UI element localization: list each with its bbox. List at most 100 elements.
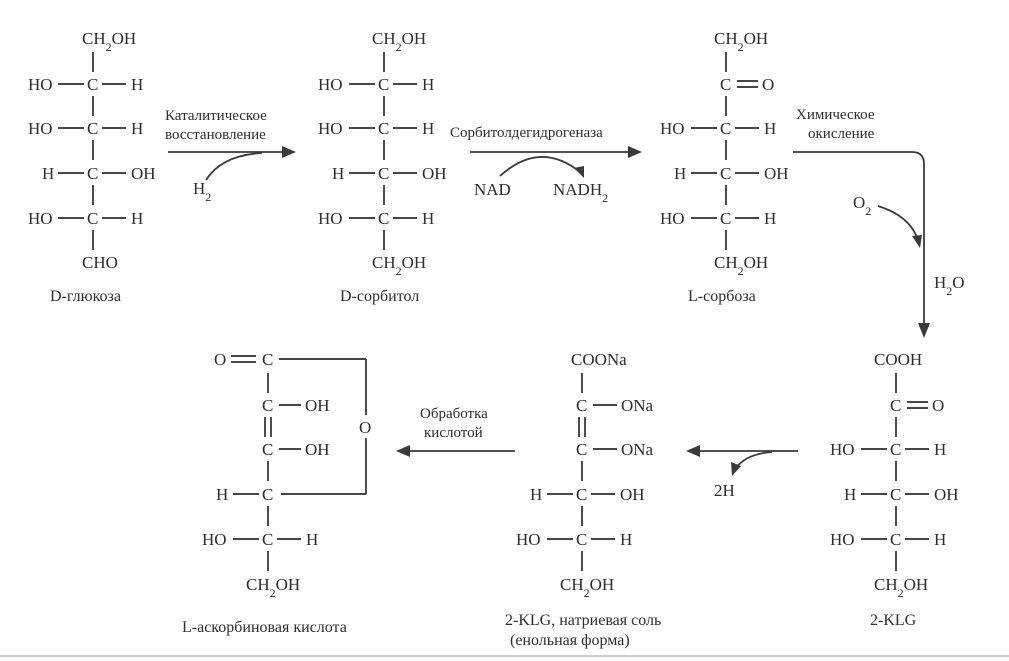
sorbitol-c5: C	[378, 209, 389, 228]
step3-o2: O2	[853, 193, 871, 218]
klg-c2: C	[890, 396, 901, 415]
step2-enzyme-label: Сорбитолдегидрогеназа	[450, 125, 603, 141]
sorbitol-c5-h: H	[422, 209, 434, 228]
step3-arrowhead	[918, 323, 930, 338]
sorbitol-ch2oh-top: CH2OH	[372, 29, 426, 54]
ascorbic-c5: C	[262, 530, 273, 549]
svg-text:CH2OH: CH2OH	[82, 29, 136, 54]
klgna-c2: C	[576, 396, 587, 415]
klg-c3-h: H	[934, 440, 946, 459]
step5-acid-treatment: Обработка кислотой	[396, 406, 515, 457]
ascorbic-caption: L-аскорбиновая кислота	[182, 619, 347, 636]
klgna-c4-h: H	[530, 485, 542, 504]
svg-text:CH2OH: CH2OH	[372, 253, 426, 278]
glucose-c3-h: H	[131, 119, 143, 138]
sorbose-c2-o: O	[762, 75, 774, 94]
glucose-c3-ho: HO	[28, 119, 53, 138]
step2-arrowhead	[628, 146, 642, 158]
step2-dehydrogenase: Сорбитолдегидрогеназа NAD NADH2	[450, 125, 642, 205]
step3-h2o: H2O	[934, 273, 965, 298]
step3-reagent-curve	[877, 205, 919, 241]
sorbose-structure: CH2OH C O HO C H H C OH HO C H CH2OH L-с…	[660, 29, 789, 305]
glucose-c5-ho: HO	[28, 209, 53, 228]
step4-enolization: 2H	[686, 445, 798, 500]
klg-sodium-salt-structure: COONa C ONa C ONa H C OH HO C H CH2OH 2-…	[505, 350, 661, 649]
step5-label-line2: кислотой	[424, 425, 483, 441]
ascorbic-c2-oh: OH	[305, 396, 330, 415]
glucose-c2-h: H	[131, 75, 143, 94]
sorbitol-c3: C	[378, 119, 389, 138]
sorbose-c4-h: H	[674, 164, 686, 183]
sorbose-c5-ho: HO	[660, 209, 685, 228]
klgna-caption-line1: 2-KLG, натриевая соль	[505, 612, 661, 629]
sorbitol-structure: CH2OH HO C H HO C H H C OH HO C H CH2OH …	[318, 29, 447, 305]
ascorbic-c4-h: H	[216, 485, 228, 504]
klg-c5: C	[890, 530, 901, 549]
glucose-structure: CH2OH HO C H HO C H H C OH HO C H CHO D-…	[28, 29, 156, 305]
step2-nadh2: NADH2	[553, 180, 608, 205]
svg-text:CH2OH: CH2OH	[246, 575, 300, 600]
svg-text:CH2OH: CH2OH	[714, 29, 768, 54]
ascorbic-c5-h: H	[306, 530, 318, 549]
svg-text:CH2OH: CH2OH	[560, 575, 614, 600]
ascorbic-c4: C	[262, 485, 273, 504]
step1-reagent-h2: H2	[193, 179, 211, 204]
klgna-c5-h: H	[620, 530, 632, 549]
sorbose-c4: C	[720, 164, 731, 183]
klgna-c3-ona: ONa	[621, 440, 654, 459]
step4-byproduct-curve	[735, 451, 773, 469]
sorbose-ch2oh-bottom: CH2OH	[714, 253, 768, 278]
step3-arrow	[793, 151, 925, 324]
sorbitol-c4: C	[378, 164, 389, 183]
glucose-ch2oh-top: CH2OH	[82, 29, 136, 54]
sorbitol-c5-ho: HO	[318, 209, 343, 228]
step4-2h: 2H	[714, 481, 735, 500]
ascorbic-c1-o: O	[214, 350, 226, 369]
ascorbic-c3-oh: OH	[305, 440, 330, 459]
step1-label-line1: Каталитическое	[165, 108, 267, 124]
glucose-c4-oh: OH	[131, 164, 156, 183]
glucose-c5-h: H	[131, 209, 143, 228]
step3-reagent-arrowhead	[912, 235, 922, 248]
klg-structure: COOH C O HO C H H C OH HO C H CH2OH 2-KL…	[830, 350, 959, 629]
sorbose-c2: C	[720, 75, 731, 94]
step2-cofactor-curve	[499, 156, 581, 177]
sorbitol-c2: C	[378, 75, 389, 94]
klgna-coona: COONa	[571, 350, 627, 369]
step5-label-line1: Обработка	[420, 406, 488, 422]
klgna-ch2oh-bottom: CH2OH	[560, 575, 614, 600]
ascorbic-c1: C	[262, 350, 273, 369]
klgna-c2-ona: ONa	[621, 396, 654, 415]
ascorbic-ring-o: O	[359, 418, 371, 437]
sorbose-c3-ho: HO	[660, 119, 685, 138]
step5-arrowhead	[396, 445, 410, 457]
klg-c4: C	[890, 485, 901, 504]
sorbitol-c3-h: H	[422, 119, 434, 138]
step2-nad: NAD	[474, 180, 511, 199]
step1-arrowhead	[282, 146, 296, 158]
sorbitol-c2-ho: HO	[318, 75, 343, 94]
sorbose-c3-h: H	[764, 119, 776, 138]
glucose-c2-ho: HO	[28, 75, 53, 94]
step1-label-line2: восстановление	[165, 127, 266, 143]
ascorbic-ch2oh-bottom: CH2OH	[246, 575, 300, 600]
glucose-c5: C	[87, 209, 98, 228]
klg-c3: C	[890, 440, 901, 459]
klgna-c5: C	[576, 530, 587, 549]
bottom-divider	[0, 655, 1009, 657]
klgna-caption-line2: (енольная форма)	[510, 632, 630, 649]
glucose-c2: C	[87, 75, 98, 94]
sorbitol-c4-oh: OH	[422, 164, 447, 183]
ascorbic-c2: C	[262, 396, 273, 415]
klg-caption: 2-KLG	[870, 612, 917, 629]
klgna-c4-oh: OH	[620, 485, 645, 504]
sorbose-ch2oh-top: CH2OH	[714, 29, 768, 54]
klg-c2-o: O	[932, 396, 944, 415]
klg-c4-h: H	[844, 485, 856, 504]
svg-text:CH2OH: CH2OH	[874, 575, 928, 600]
svg-text:CH2OH: CH2OH	[372, 29, 426, 54]
step3-label-line1: Химическое	[796, 107, 875, 123]
step4-byproduct-arrowhead	[731, 462, 741, 476]
svg-text:CH2OH: CH2OH	[714, 253, 768, 278]
